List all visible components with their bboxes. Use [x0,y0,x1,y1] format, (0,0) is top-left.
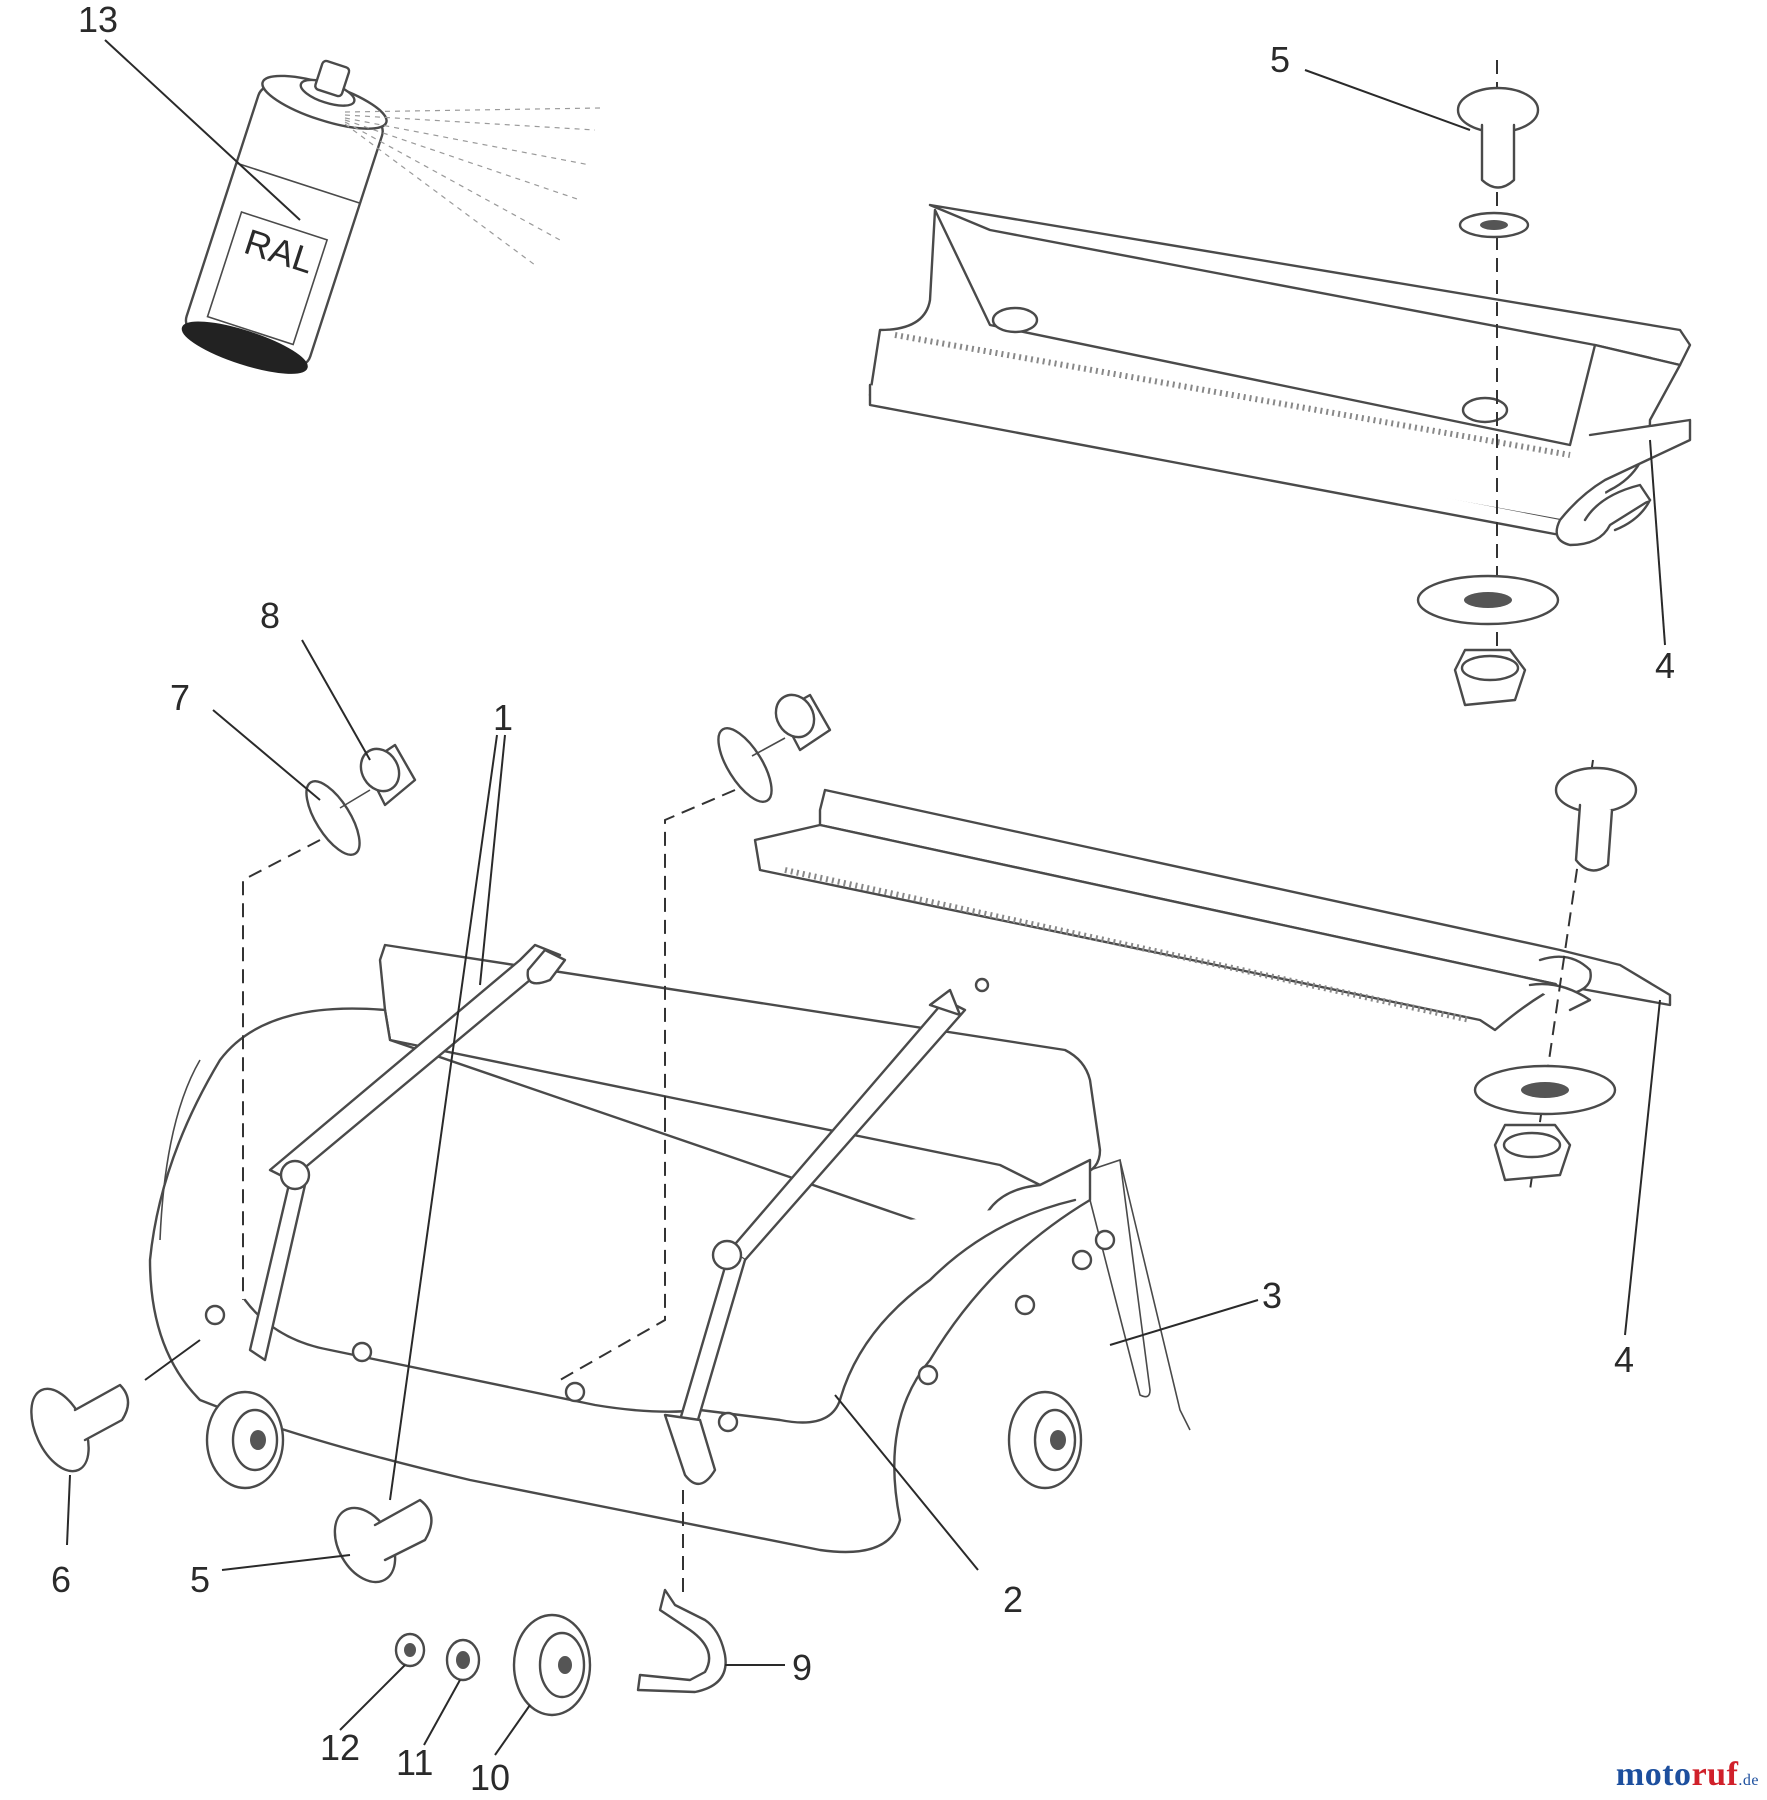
plug-rivet-bottom [333,1498,433,1584]
wheel-axle-set [394,1588,727,1717]
upper-fastener-stack [1416,60,1560,707]
callout-8: 8 [260,595,280,636]
leader-lines [66,39,1666,1756]
knob-right [717,693,832,803]
bag-frame [248,943,990,1432]
callout-2: 2 [1003,1579,1023,1620]
lower-fastener-stack [1473,759,1638,1191]
spray-can: RAL [181,59,601,374]
callout-4-upper: 4 [1655,645,1675,686]
callout-9: 9 [792,1647,812,1688]
callout-1: 1 [493,697,513,738]
callout-6: 6 [51,1559,71,1600]
knob-left [305,743,417,856]
spray-mist [344,107,601,266]
callout-4-lower: 4 [1614,1339,1634,1380]
callout-13: 13 [78,0,118,40]
callout-3: 3 [1262,1275,1282,1316]
flap-profile-upper [868,203,1692,547]
callout-11: 11 [396,1742,433,1783]
callout-numbers: 13 5 4 4 8 7 1 3 2 6 5 9 10 11 12 [51,0,1675,1798]
plug-rivet-left [30,1383,130,1473]
flap-profile-lower [753,788,1672,1032]
collector-bag [148,943,1191,1554]
assembly-guides [144,789,736,1600]
callout-10: 10 [470,1757,510,1798]
motoruf-logo: motoruf.de [1615,1756,1759,1793]
bag-wheels [205,1390,1083,1490]
callout-5-bottom: 5 [190,1559,210,1600]
callout-5-top: 5 [1270,39,1290,80]
callout-7: 7 [170,677,190,718]
callout-12: 12 [320,1727,360,1768]
